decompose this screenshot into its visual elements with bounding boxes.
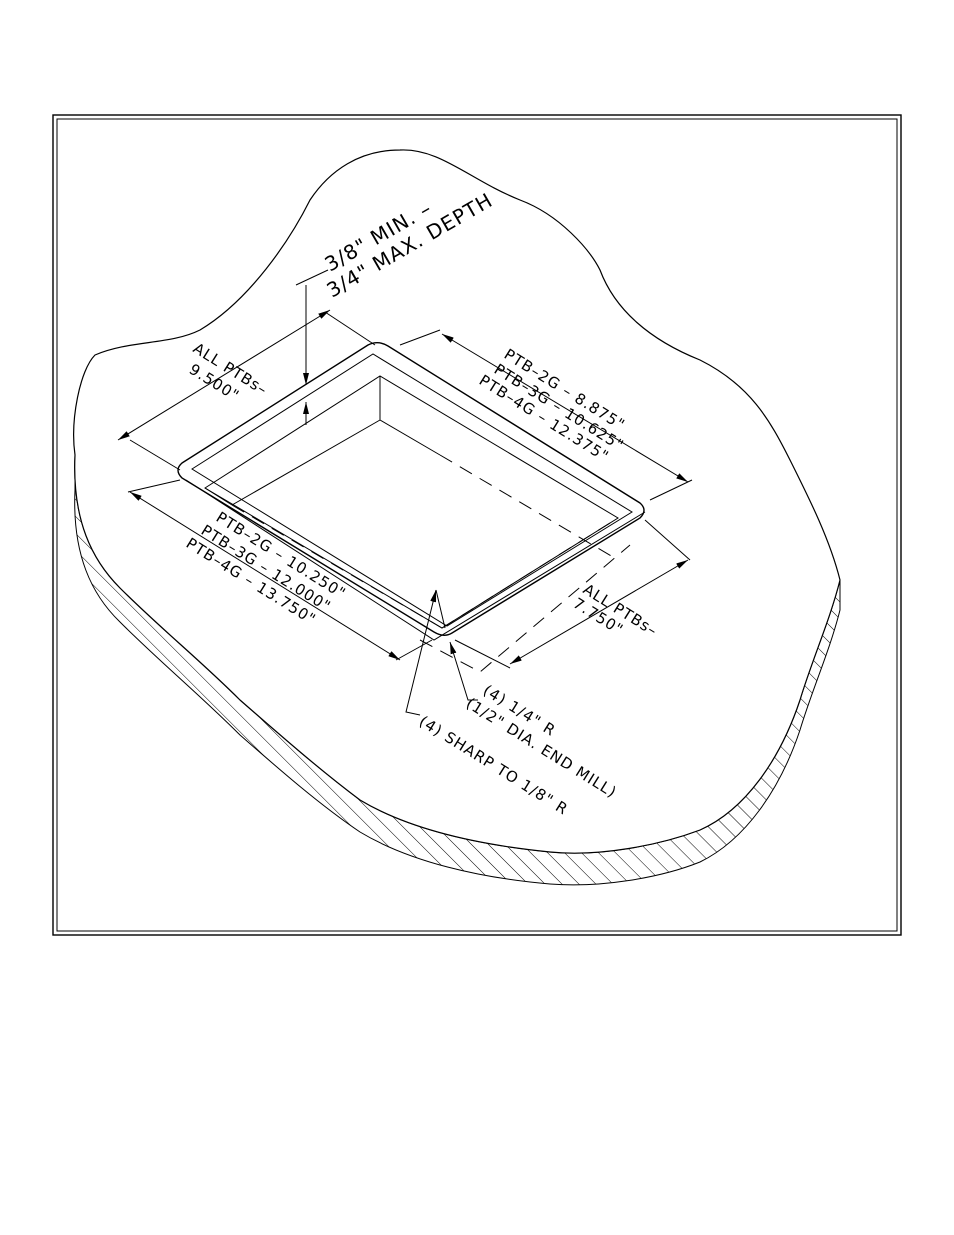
dim-left-line <box>129 491 401 661</box>
dim-right-ext2 <box>649 479 693 501</box>
dim-depth-ext2 <box>454 639 511 669</box>
dim-right-line <box>441 333 689 483</box>
dim-depth-ext1 <box>644 519 691 561</box>
dim-depth-line <box>509 559 689 665</box>
dim-width-ext2 <box>129 439 181 471</box>
radius-leader <box>449 641 478 701</box>
dim-left-ext1 <box>127 479 181 493</box>
pocket-rim-outer <box>177 342 645 636</box>
sharp-leader <box>405 589 437 716</box>
pocket-floor-back <box>231 419 381 506</box>
drawing-border-outer <box>52 114 902 936</box>
pocket-floor-right <box>379 419 441 456</box>
dim-right-ext1 <box>399 329 441 346</box>
dim-width-line <box>117 309 331 441</box>
drawing-border-inner <box>56 118 898 932</box>
depth-leader-h <box>295 269 329 286</box>
dim-width-ext1 <box>324 311 376 346</box>
dim-left-ext2 <box>395 639 433 661</box>
sharp-leader-tip <box>435 589 446 629</box>
